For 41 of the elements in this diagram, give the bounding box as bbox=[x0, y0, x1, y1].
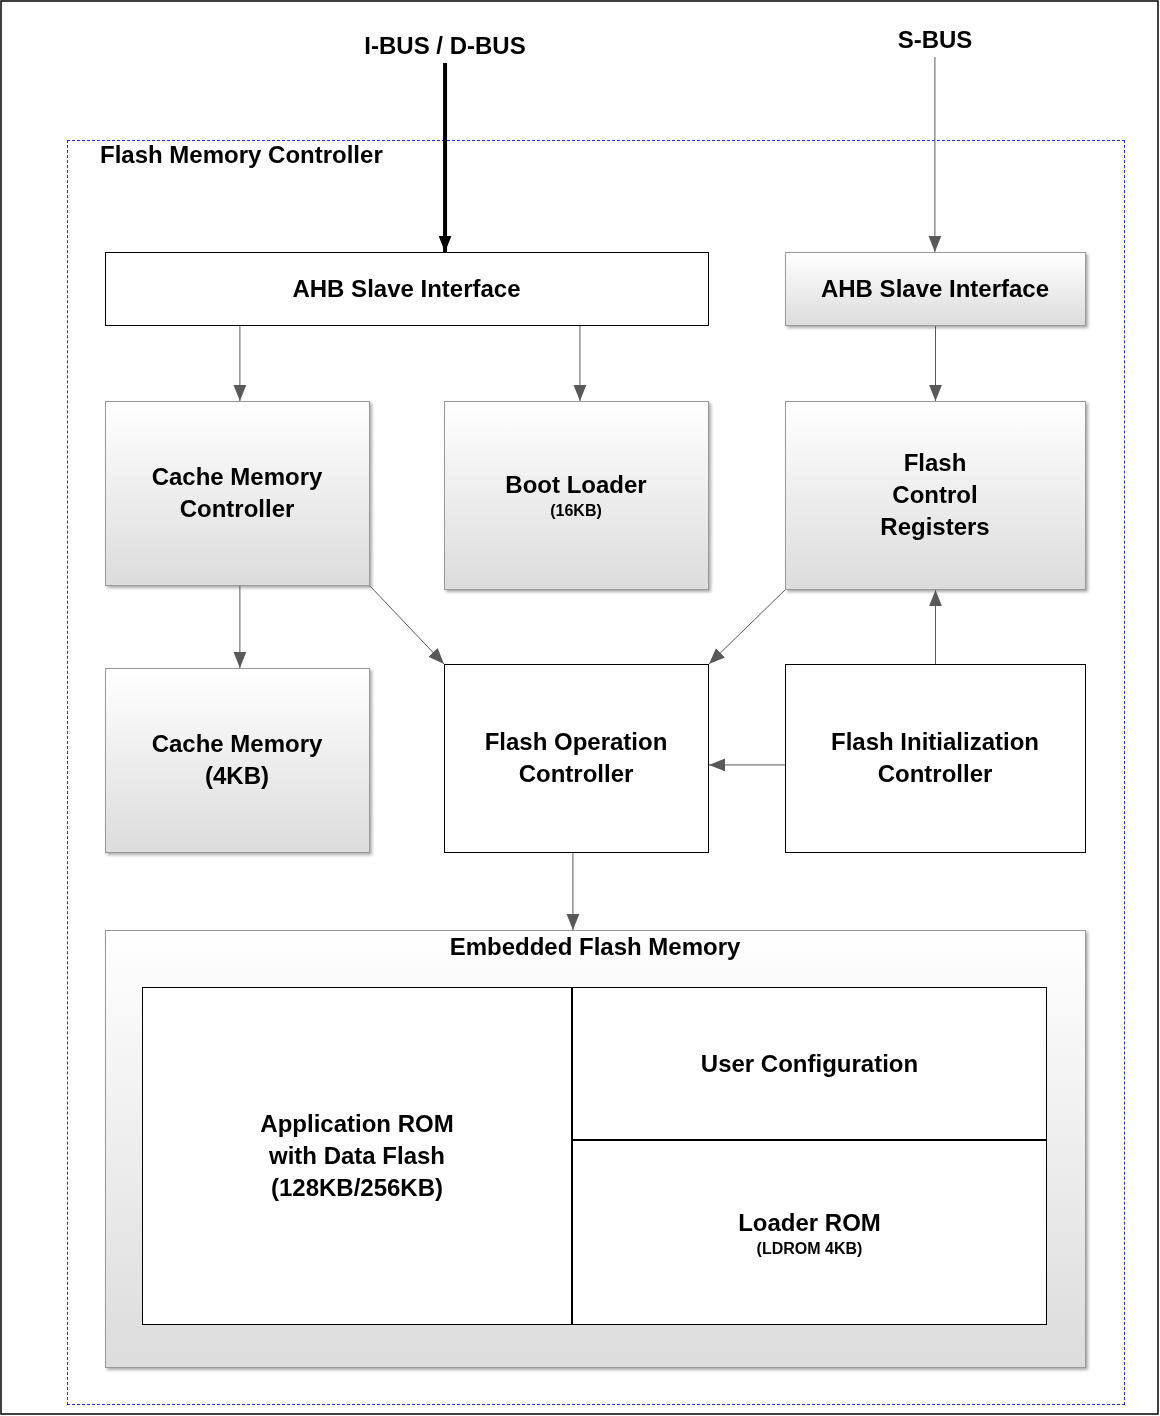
block-title: Flash Operation Controller bbox=[484, 727, 668, 789]
block-box bbox=[572, 987, 1047, 1140]
arrow bbox=[929, 589, 942, 665]
block-title: Embedded Flash Memory bbox=[448, 932, 742, 961]
arrow bbox=[369, 585, 445, 665]
arrow bbox=[566, 852, 580, 931]
arrow bbox=[708, 758, 786, 772]
block-box bbox=[784, 251, 1086, 326]
block-title: Cache Memory (4KB) bbox=[150, 729, 324, 791]
block-box bbox=[572, 1140, 1047, 1325]
block-title: Cache Memory Controller bbox=[150, 462, 324, 524]
block-title: Application ROM with Data Flash (128KB/256KB) bbox=[259, 1109, 455, 1203]
arrow bbox=[438, 63, 452, 252]
block-box bbox=[443, 663, 709, 853]
block-title: Boot Loader bbox=[505, 470, 647, 500]
block-title: AHB Slave Interface bbox=[820, 273, 1050, 304]
block-box bbox=[104, 400, 370, 586]
bus-label: I-BUS / D-BUS bbox=[290, 31, 600, 63]
block-title: Loader ROM bbox=[738, 1207, 881, 1238]
arrow bbox=[928, 56, 942, 253]
arrow bbox=[929, 325, 942, 402]
block-note: (LDROM 4KB) bbox=[756, 1238, 863, 1259]
block-note: (16KB) bbox=[550, 501, 602, 521]
arrow bbox=[573, 325, 587, 402]
arrow bbox=[708, 589, 786, 665]
block-box bbox=[784, 400, 1086, 590]
bus-label: S-BUS bbox=[825, 25, 1045, 57]
block-title: Flash Control Registers bbox=[879, 448, 991, 542]
block-box bbox=[784, 663, 1086, 853]
block-box bbox=[104, 251, 709, 326]
group-title: Flash Memory Controller bbox=[100, 141, 383, 169]
block-box bbox=[443, 400, 709, 590]
block-title: Flash Initialization Controller bbox=[830, 727, 1040, 789]
block-box bbox=[104, 667, 370, 853]
block-box bbox=[142, 987, 572, 1325]
arrow bbox=[233, 325, 247, 402]
controller-boundary bbox=[67, 140, 1125, 1405]
block-title: AHB Slave Interface bbox=[292, 273, 521, 304]
memory-block bbox=[104, 929, 1086, 1368]
arrow bbox=[233, 585, 247, 669]
block-title: User Configuration bbox=[700, 1048, 919, 1079]
